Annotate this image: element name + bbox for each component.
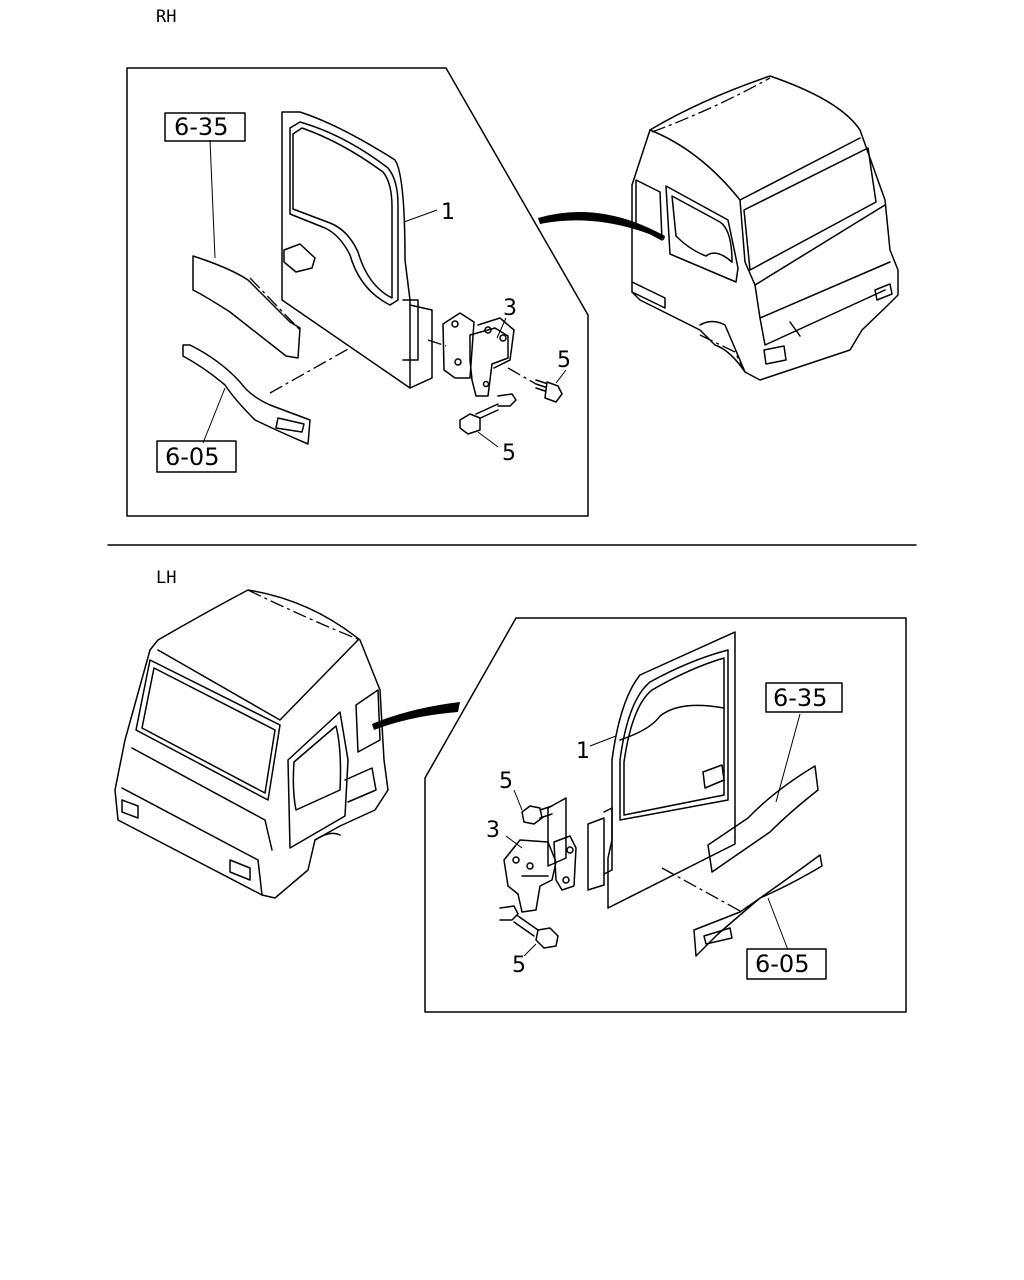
- lh-door: 1: [576, 631, 736, 909]
- rh-bolt-upper: 5: [507, 348, 571, 403]
- rh-door: [281, 111, 433, 389]
- rh-trim-panel: 6-05: [156, 344, 351, 473]
- rh-detail-frame: [126, 67, 589, 517]
- rh-callout-hinge: 3: [503, 296, 517, 321]
- rh-callout-door: 1: [441, 200, 455, 225]
- lh-callout-hinge: 3: [486, 818, 500, 843]
- lh-ref-lower: 6-05: [755, 950, 809, 978]
- rh-ref-box-lower: [156, 440, 237, 473]
- lh-callout-door: 1: [576, 739, 590, 764]
- rh-callout-bolt-lower: 5: [502, 441, 516, 466]
- rh-cab: [631, 75, 899, 381]
- rh-ref-lower: 6-05: [165, 443, 219, 471]
- lh-trim-panel: 6-05: [661, 854, 827, 980]
- rh-ref-upper: 6-35: [174, 113, 228, 141]
- rh-bolt-lower: 5: [459, 393, 517, 466]
- lh-weatherstrip: 6-35: [707, 682, 843, 873]
- rh-weatherstrip: 6-35: [164, 112, 301, 359]
- rh-section: RH 6-35 6-05: [126, 7, 899, 517]
- lh-ref-box-lower: [746, 948, 827, 980]
- lh-callout-bolt-lower: 5: [512, 953, 526, 978]
- lh-hinge: 3: [486, 797, 577, 913]
- rh-callout-bolt-upper: 5: [557, 348, 571, 373]
- lh-ref-upper: 6-35: [773, 684, 827, 712]
- lh-bolt-lower: 5: [499, 905, 559, 978]
- lh-detail-frame: [424, 617, 907, 1013]
- lh-cab: [114, 589, 389, 899]
- rh-ref-box-upper: [164, 112, 246, 142]
- lh-bolt-upper: 5: [499, 769, 553, 825]
- lh-arrow: [372, 702, 460, 730]
- lh-ref-box-upper: [765, 682, 843, 713]
- lh-callout-bolt-upper: 5: [499, 769, 513, 794]
- rh-hinge: 3: [427, 296, 517, 397]
- lh-section: LH: [114, 568, 907, 1013]
- rh-arrow: [538, 212, 665, 240]
- rh-section-label: RH: [156, 7, 176, 27]
- lh-section-label: LH: [156, 568, 176, 588]
